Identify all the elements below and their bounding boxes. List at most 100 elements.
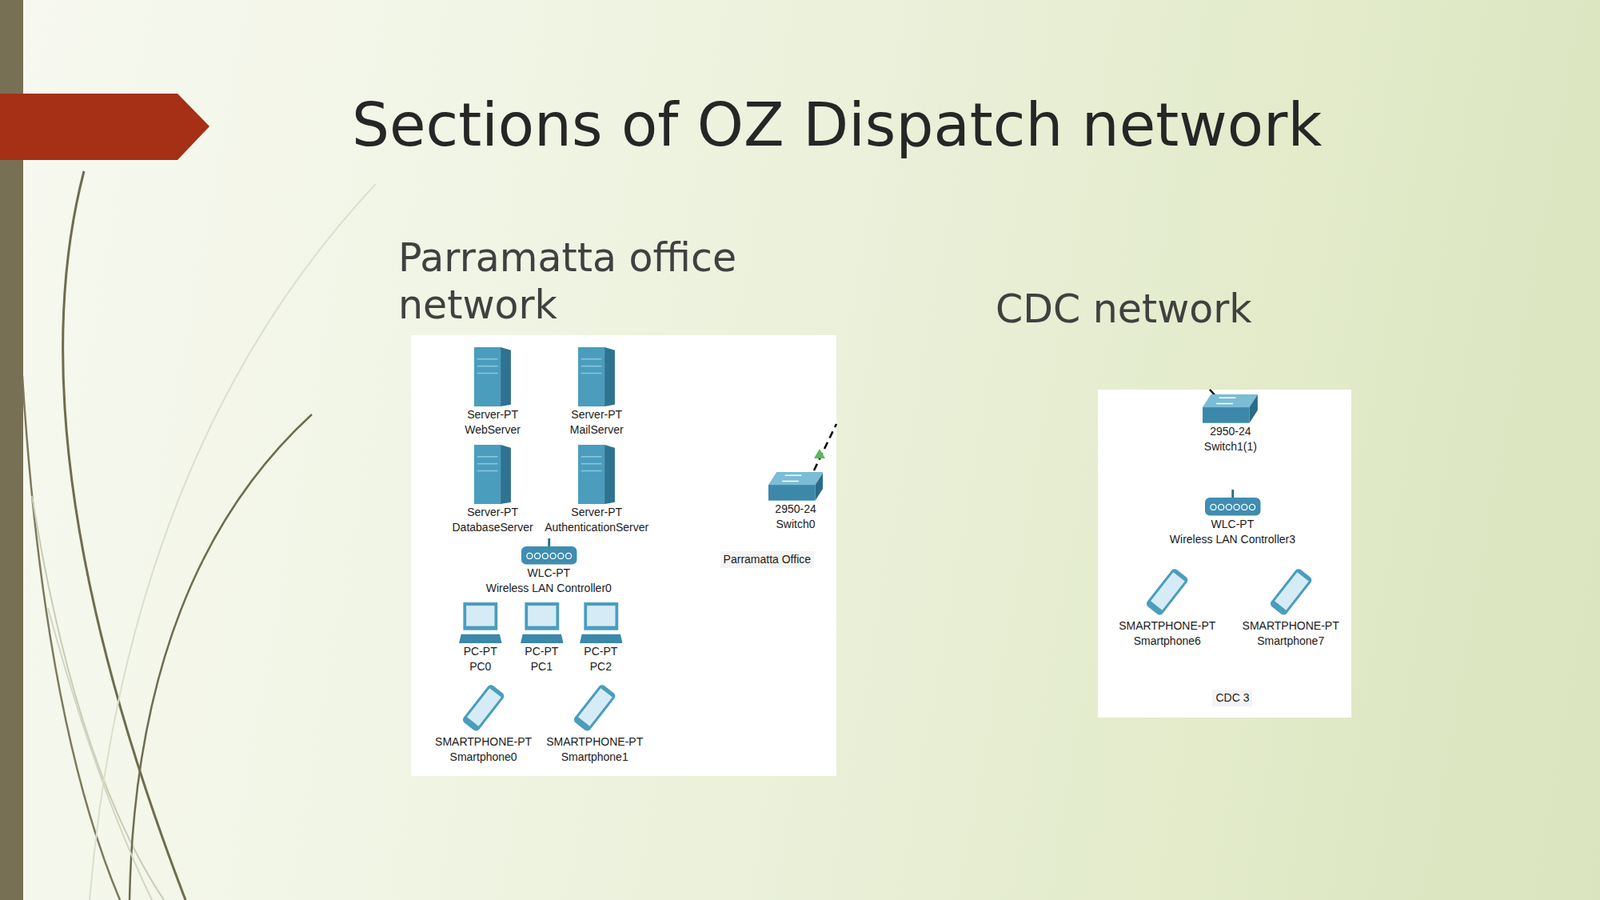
server-symbol bbox=[474, 347, 511, 407]
phone-screen bbox=[1150, 571, 1186, 611]
device-label: Wireless LAN Controller0 bbox=[484, 580, 614, 596]
wlc-antenna bbox=[1231, 489, 1234, 499]
device-label: PC-PT bbox=[582, 643, 619, 659]
device-label: Switch0 bbox=[774, 516, 818, 532]
wlc-port bbox=[1240, 503, 1247, 510]
device-label: SMARTPHONE-PT bbox=[544, 734, 645, 750]
phone-body bbox=[572, 682, 617, 732]
server-slot bbox=[581, 455, 603, 458]
device-node: PC-PTPC2 bbox=[579, 602, 623, 675]
switch-icon bbox=[768, 471, 824, 501]
server-slot bbox=[581, 462, 603, 464]
server-symbol bbox=[474, 444, 511, 504]
wlc-port bbox=[1233, 503, 1240, 510]
decor-curve bbox=[129, 414, 312, 900]
pc-icon bbox=[579, 602, 623, 643]
server-slot bbox=[477, 462, 499, 464]
wlc-port bbox=[526, 552, 532, 559]
server-slot bbox=[477, 358, 499, 360]
wlc-port bbox=[1210, 503, 1217, 510]
server-icon bbox=[474, 444, 511, 504]
section-heading: CDC network bbox=[995, 285, 1332, 333]
device-label: SMARTPHONE-PT bbox=[433, 734, 534, 750]
device-label: Switch1(1) bbox=[1202, 438, 1259, 455]
device-label: AuthenticationServer bbox=[542, 519, 651, 535]
wlc-body bbox=[1204, 497, 1261, 516]
phone-case bbox=[1268, 566, 1313, 616]
device-label: DatabaseServer bbox=[450, 519, 535, 535]
device-label: Server-PT bbox=[465, 406, 520, 423]
device-node: Server-PTWebServer bbox=[462, 347, 523, 438]
phone-screen bbox=[466, 687, 502, 727]
pc-symbol bbox=[458, 602, 503, 643]
server-icon bbox=[578, 444, 615, 504]
device-label: Server-PT bbox=[569, 406, 624, 423]
pc-keyboard bbox=[579, 634, 623, 643]
switch-side bbox=[814, 471, 823, 501]
pc-screen bbox=[527, 605, 556, 627]
device-label: Smartphone7 bbox=[1255, 633, 1326, 649]
server-front bbox=[578, 347, 605, 407]
device-node: WLC-PTWireless LAN Controller0 bbox=[484, 538, 614, 596]
pc-icon bbox=[458, 602, 503, 643]
decor-curve bbox=[63, 171, 186, 900]
phone-body bbox=[461, 682, 506, 732]
server-symbol bbox=[578, 347, 615, 407]
server-symbol bbox=[578, 444, 615, 504]
wlc-symbol bbox=[520, 538, 578, 565]
wlc-body bbox=[521, 546, 577, 565]
device-label: SMARTPHONE-PT bbox=[1117, 618, 1217, 634]
wlc-port bbox=[542, 552, 548, 559]
switch-icon bbox=[1202, 394, 1258, 423]
switch-front bbox=[768, 484, 816, 501]
pc-monitor bbox=[462, 602, 498, 631]
phone-icon bbox=[461, 682, 506, 732]
phone-case bbox=[572, 682, 617, 732]
device-node: Server-PTMailServer bbox=[568, 347, 626, 438]
section-heading: Parramatta office network bbox=[398, 234, 775, 329]
server-front bbox=[474, 347, 501, 407]
wlc-symbol bbox=[1204, 489, 1261, 516]
decor-curve bbox=[31, 495, 164, 900]
phone-icon bbox=[1145, 566, 1190, 616]
link-light bbox=[813, 448, 826, 459]
server-side bbox=[500, 444, 511, 504]
server-slot bbox=[581, 358, 603, 360]
device-label: MailServer bbox=[568, 422, 626, 438]
server-slot bbox=[477, 372, 499, 375]
area-label: Parramatta Office bbox=[720, 550, 814, 568]
panel-ground bbox=[1097, 389, 1352, 718]
device-label: WLC-PT bbox=[1209, 516, 1257, 532]
server-slot bbox=[581, 372, 603, 375]
device-label: 2950-24 bbox=[773, 501, 818, 517]
phone-symbol bbox=[570, 682, 619, 734]
server-slot bbox=[581, 469, 603, 471]
device-label: Smartphone6 bbox=[1132, 633, 1203, 649]
wlc-port bbox=[534, 552, 540, 559]
device-node: 2950-24Switch0 bbox=[768, 471, 824, 532]
server-icon bbox=[474, 347, 511, 407]
slide-title: Sections of OZ Dispatch network bbox=[351, 89, 1322, 161]
decor-curve bbox=[89, 183, 376, 900]
phone-screen bbox=[1274, 571, 1309, 611]
network-panel: CDC network2950-24Switch1(1)WLC-PTWirele… bbox=[1097, 389, 1352, 718]
device-label: WebServer bbox=[462, 422, 523, 438]
pc-symbol bbox=[520, 602, 564, 643]
server-icon bbox=[578, 347, 615, 407]
phone-icon bbox=[1268, 566, 1313, 616]
device-node: SMARTPHONE-PTSmartphone7 bbox=[1240, 566, 1341, 649]
wlc-port bbox=[1248, 503, 1255, 510]
server-front bbox=[578, 444, 605, 504]
server-side bbox=[604, 444, 615, 504]
device-label: PC1 bbox=[529, 658, 555, 675]
switch-top bbox=[768, 471, 824, 485]
device-label: SMARTPHONE-PT bbox=[1240, 618, 1341, 634]
pc-screen bbox=[466, 605, 495, 627]
device-label: Smartphone0 bbox=[448, 749, 519, 765]
device-label: Wireless LAN Controller3 bbox=[1168, 531, 1297, 547]
pc-screen bbox=[586, 605, 615, 627]
server-slot bbox=[477, 455, 499, 458]
server-slot bbox=[477, 365, 499, 368]
phone-screen bbox=[578, 687, 613, 727]
